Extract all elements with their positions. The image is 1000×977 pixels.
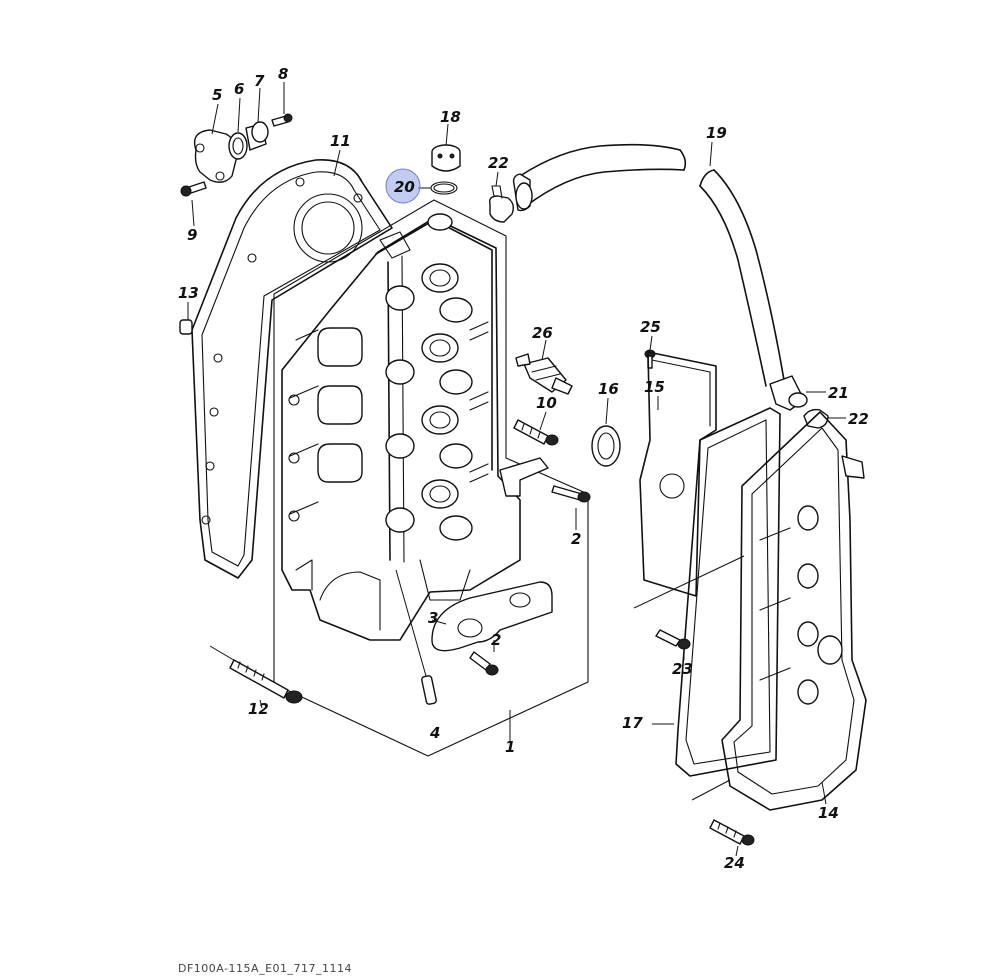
callout-13[interactable]: 13 xyxy=(178,284,199,302)
clamp-part-22-lower xyxy=(803,408,846,429)
callout-11[interactable]: 11 xyxy=(330,132,351,150)
callout-1[interactable]: 1 xyxy=(505,738,515,756)
callout-10[interactable]: 10 xyxy=(536,394,557,412)
baffle-plate-part-15 xyxy=(639,351,717,597)
callout-19[interactable]: 19 xyxy=(706,124,727,142)
thermostat-group-parts-5-9 xyxy=(180,82,293,227)
gasket-part-11 xyxy=(191,159,393,579)
hose-fitting-part-21 xyxy=(769,375,826,411)
selected-callout-highlight[interactable] xyxy=(385,168,421,204)
callout-22-upper[interactable]: 22 xyxy=(488,154,509,172)
bolt-part-12 xyxy=(209,645,303,704)
head-cover-part-14 xyxy=(691,411,867,811)
callout-24[interactable]: 24 xyxy=(724,854,745,872)
clamp-part-22-upper xyxy=(488,171,515,223)
seal-part-16 xyxy=(591,397,621,467)
callout-26[interactable]: 26 xyxy=(532,324,553,342)
callout-12[interactable]: 12 xyxy=(248,700,269,718)
hose-part-19 xyxy=(512,141,785,387)
filler-cap-part-18 xyxy=(431,123,461,172)
bolt-part-23 xyxy=(655,629,691,660)
cover-gasket-part-17 xyxy=(633,407,781,777)
o-ring-part-20 xyxy=(418,181,458,195)
callout-8[interactable]: 8 xyxy=(278,65,288,83)
bolt-part-24 xyxy=(709,819,755,857)
callout-20[interactable]: 20 xyxy=(394,178,415,196)
bolt-part-2-upper xyxy=(551,485,591,503)
callout-6[interactable]: 6 xyxy=(234,80,244,98)
plug-part-13 xyxy=(179,302,193,335)
callout-4[interactable]: 4 xyxy=(429,724,440,742)
callout-17[interactable]: 17 xyxy=(622,714,643,732)
callout-7[interactable]: 7 xyxy=(254,72,265,90)
callout-9[interactable]: 9 xyxy=(187,226,197,244)
callout-3[interactable]: 3 xyxy=(428,609,438,627)
sensor-part-26 xyxy=(515,339,573,395)
callout-5[interactable]: 5 xyxy=(212,86,222,104)
callout-22-lower[interactable]: 22 xyxy=(848,410,869,428)
diagram-reference-code: DF100A-115A_E01_717_1114 xyxy=(178,962,353,975)
callout-15[interactable]: 15 xyxy=(644,378,665,396)
leader-lines xyxy=(259,149,577,742)
callout-21[interactable]: 21 xyxy=(828,384,849,402)
callout-2-lower[interactable]: 2 xyxy=(491,631,501,649)
cylinder-head-part-1 xyxy=(273,199,589,757)
bolt-part-2-lower xyxy=(469,651,499,676)
callout-25[interactable]: 25 xyxy=(640,318,661,336)
bolt-part-10 xyxy=(513,411,559,446)
callout-labels: 1 2 2 3 4 5 6 7 8 9 10 11 12 13 14 15 16… xyxy=(178,65,869,872)
callout-18[interactable]: 18 xyxy=(440,108,461,126)
callout-16[interactable]: 16 xyxy=(598,380,619,398)
callout-23[interactable]: 23 xyxy=(672,660,693,678)
dowel-part-4 xyxy=(395,569,437,705)
callout-2-upper[interactable]: 2 xyxy=(571,530,581,548)
callout-14[interactable]: 14 xyxy=(818,804,839,822)
cam-cap-part-3 xyxy=(431,581,553,652)
